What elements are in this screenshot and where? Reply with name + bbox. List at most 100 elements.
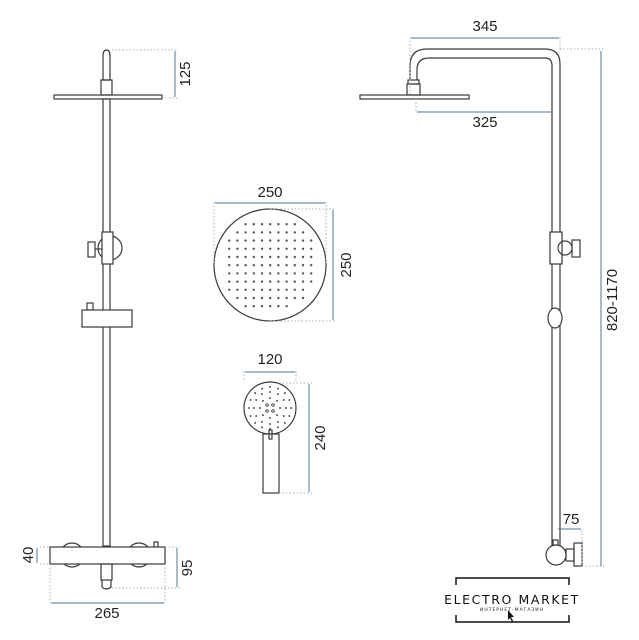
nozzle-dot bbox=[269, 296, 272, 300]
front-view: 125 40 95 265 bbox=[20, 49, 196, 622]
nozzle-dot bbox=[310, 255, 313, 259]
nozzle-dot bbox=[248, 407, 250, 409]
nozzle-dot bbox=[301, 280, 305, 283]
nozzle-dot bbox=[293, 239, 296, 242]
nozzle-dot bbox=[261, 399, 264, 402]
nozzle-dot bbox=[283, 421, 286, 424]
nozzle-dot bbox=[269, 264, 272, 267]
nozzle-dot bbox=[301, 231, 305, 234]
nozzle-dot bbox=[260, 264, 264, 267]
nozzle-dot bbox=[277, 420, 279, 423]
nozzle-dot bbox=[260, 296, 264, 300]
nozzle-dot bbox=[269, 391, 271, 393]
nozzle-dot bbox=[301, 239, 305, 242]
nozzle-dot bbox=[244, 264, 247, 267]
nozzle-dot bbox=[261, 393, 263, 396]
nozzle-dot bbox=[310, 264, 313, 267]
nozzle-dot bbox=[293, 255, 296, 259]
nozzle-dot bbox=[301, 272, 305, 275]
nozzle-dot bbox=[244, 288, 247, 291]
dim-40: 40 bbox=[20, 547, 37, 564]
nozzle-dot bbox=[265, 409, 269, 413]
dim-75: 75 bbox=[563, 511, 580, 528]
nozzle-dot bbox=[310, 247, 313, 250]
nozzle-dot bbox=[244, 223, 247, 226]
nozzle-dot bbox=[255, 415, 258, 417]
nozzle-dot bbox=[285, 407, 287, 409]
nozzle-dot bbox=[260, 305, 264, 308]
nozzle-dot bbox=[285, 255, 288, 259]
nozzle-dot bbox=[244, 280, 247, 283]
nozzle-dot bbox=[236, 231, 239, 234]
dim-250-width: 250 bbox=[257, 184, 282, 201]
nozzle-dot bbox=[252, 231, 255, 234]
nozzle-dot bbox=[282, 415, 285, 417]
nozzle-dot bbox=[277, 426, 280, 429]
nozzle-dot bbox=[277, 223, 280, 226]
nozzle-dot bbox=[236, 247, 239, 250]
nozzle-dot bbox=[261, 414, 264, 417]
nozzle-dot bbox=[260, 239, 264, 242]
nozzle-dot bbox=[228, 280, 231, 283]
dim-95: 95 bbox=[179, 560, 196, 577]
nozzle-dot bbox=[236, 272, 239, 275]
nozzle-dot bbox=[228, 272, 231, 275]
nozzle-dot bbox=[260, 231, 264, 234]
nozzle-dot bbox=[277, 305, 280, 308]
nozzle-dot bbox=[269, 231, 272, 234]
nozzle-dot bbox=[269, 255, 272, 259]
nozzle-dot bbox=[254, 392, 257, 395]
nozzle-dot bbox=[277, 231, 280, 234]
nozzle-dot bbox=[252, 280, 255, 283]
nozzle-dot bbox=[269, 386, 271, 388]
dim-345: 345 bbox=[472, 18, 497, 35]
nozzle-dot bbox=[244, 296, 247, 300]
nozzle-dot bbox=[285, 247, 288, 250]
nozzle-dot bbox=[293, 280, 296, 283]
nozzle-dot bbox=[253, 407, 255, 409]
nozzle-dot bbox=[260, 280, 264, 283]
nozzle-dot bbox=[249, 398, 252, 401]
nozzle-dot bbox=[252, 296, 255, 300]
nozzle-dot bbox=[255, 399, 258, 401]
nozzle-dot bbox=[252, 247, 255, 250]
nozzle-dot bbox=[277, 247, 280, 250]
dim-120: 120 bbox=[257, 351, 282, 368]
dim-250-height: 250 bbox=[338, 252, 355, 277]
nozzle-dot bbox=[228, 239, 231, 242]
nozzle-dot bbox=[265, 403, 269, 407]
nozzle-dot bbox=[269, 423, 271, 425]
rain-head-view: 250 250 bbox=[213, 184, 355, 322]
nozzle-dot bbox=[269, 223, 272, 226]
nozzle-dot bbox=[285, 272, 288, 275]
dim-240: 240 bbox=[312, 425, 329, 450]
nozzle-dot bbox=[228, 288, 231, 291]
nozzle-dot bbox=[285, 280, 288, 283]
nozzle-dot bbox=[252, 239, 255, 242]
side-view: 345 325 820-1170 75 bbox=[359, 18, 621, 567]
nozzle-dot bbox=[252, 264, 255, 267]
electro-market-logo: ELECTRO MARKET ИНТЕРНЕТ-МАГАЗИН bbox=[444, 577, 578, 623]
nozzle-dot bbox=[277, 239, 280, 242]
nozzle-dot bbox=[277, 264, 280, 267]
nozzle-dot bbox=[282, 399, 285, 401]
nozzle-dot bbox=[244, 305, 247, 308]
nozzle-dot bbox=[277, 255, 280, 259]
nozzle-dot bbox=[269, 288, 272, 291]
nozzle-dot bbox=[269, 417, 271, 419]
nozzle-dot bbox=[301, 247, 305, 250]
nozzle-dot bbox=[293, 247, 296, 250]
nozzle-dot bbox=[259, 407, 261, 409]
nozzle-dot bbox=[271, 403, 275, 407]
nozzle-dot bbox=[285, 305, 288, 308]
nozzle-dot bbox=[260, 255, 264, 259]
nozzle-dot bbox=[301, 296, 305, 300]
nozzle-dot bbox=[277, 387, 280, 390]
nozzle-dot bbox=[260, 387, 263, 390]
nozzle-dot bbox=[269, 305, 272, 308]
nozzle-dot bbox=[285, 264, 288, 267]
nozzle-dot bbox=[244, 255, 247, 259]
nozzle-dot bbox=[285, 288, 288, 291]
nozzle-dot bbox=[301, 264, 305, 267]
nozzle-dot bbox=[285, 296, 288, 300]
